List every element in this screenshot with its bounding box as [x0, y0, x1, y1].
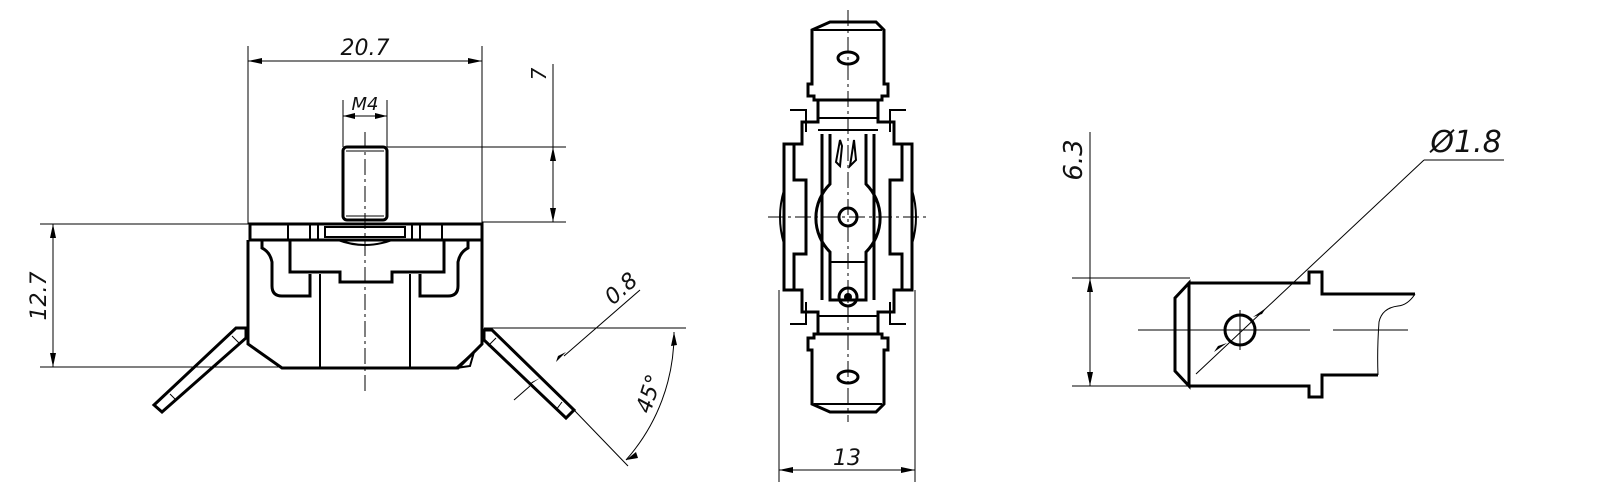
dim-label-0-8: 0.8	[600, 268, 643, 310]
dimension-tab-width: 6.3	[1059, 132, 1190, 387]
dimension-hole-diameter: Ø1.8	[1195, 125, 1504, 375]
top-view: 13	[768, 10, 926, 482]
dim-label-12-7: 12.7	[27, 272, 52, 321]
dim-label-45-deg: 45°	[632, 372, 668, 417]
dimension-terminal-thickness: 0.8	[513, 268, 643, 401]
terminal-detail-view: 6.3 Ø1.8	[1059, 125, 1504, 399]
dim-label-m4: M4	[352, 94, 379, 115]
dim-label-20-7: 20.7	[341, 36, 390, 61]
threaded-stud	[341, 145, 389, 222]
front-view: 20.7 M4 7 12.7	[27, 36, 686, 467]
dim-label-7: 7	[527, 67, 551, 80]
dimension-overall-width: 13	[778, 290, 916, 482]
dim-label-6-3: 6.3	[1059, 139, 1089, 180]
left-terminal	[151, 326, 248, 414]
dimension-body-width: 20.7	[247, 36, 483, 224]
dimension-stud-thread: M4	[342, 94, 388, 147]
dimension-terminal-angle: 45°	[484, 327, 686, 467]
dimension-stud-height: 7	[387, 64, 566, 223]
dim-label-13: 13	[833, 446, 861, 471]
terminal-tab-outline	[1173, 270, 1416, 399]
upper-terminal-tab	[806, 20, 890, 102]
dimension-body-height: 12.7	[27, 223, 282, 368]
right-terminal	[482, 328, 577, 421]
dim-label-hole-diameter: Ø1.8	[1428, 125, 1501, 160]
